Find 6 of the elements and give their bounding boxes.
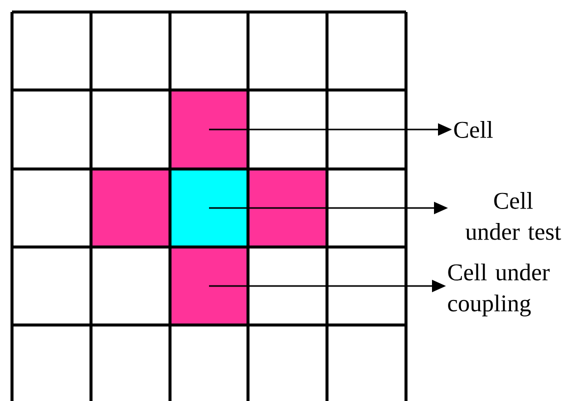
- grid-cell: [170, 247, 248, 325]
- cell-label: Cell under test: [466, 192, 562, 240]
- cell-label: Cell: [454, 121, 493, 138]
- grid-cell: [170, 169, 248, 247]
- cell-label: Cell under coupling: [448, 264, 550, 316]
- grid-cell: [170, 90, 248, 168]
